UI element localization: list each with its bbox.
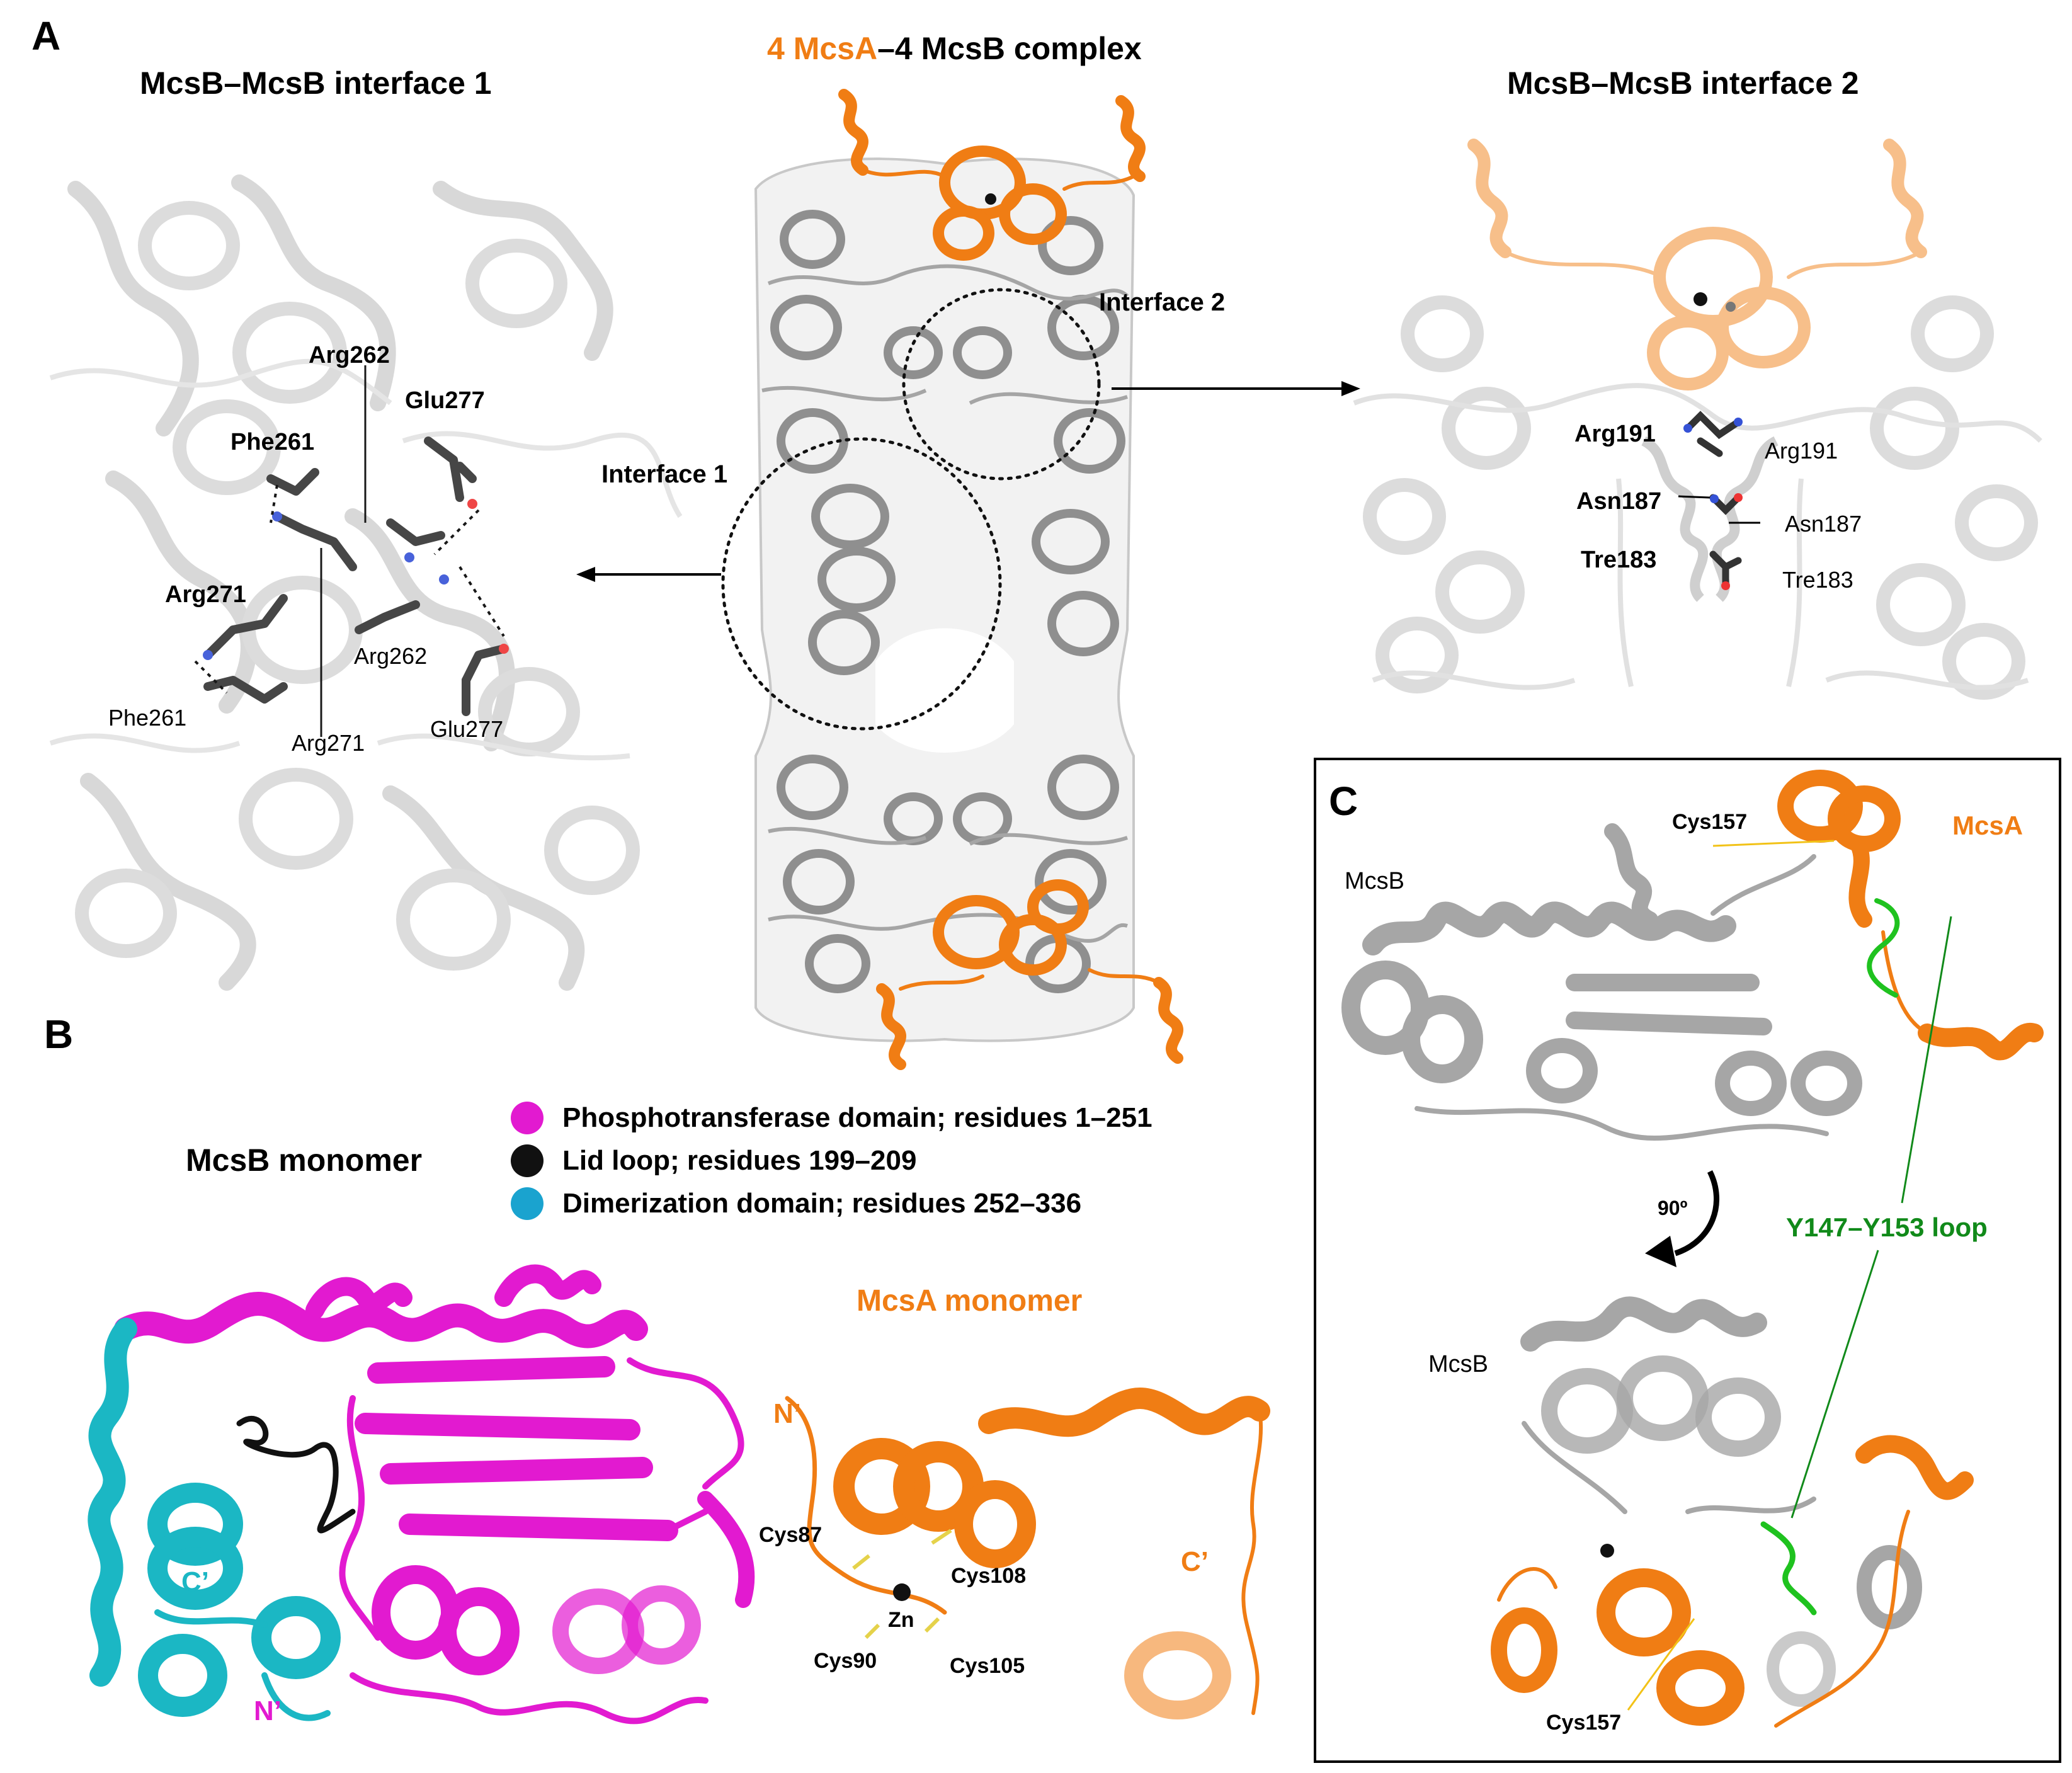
interface1-title: McsB–McsB interface 1 (140, 66, 492, 101)
residue-cys108: Cys108 (951, 1564, 1027, 1588)
mcsb-label-bottom: McsB (1428, 1351, 1488, 1377)
residue-cys87: Cys87 (759, 1523, 823, 1547)
residue-glu277-bold: Glu277 (405, 387, 485, 414)
residue-tre183: Tre183 (1782, 567, 1853, 593)
residue-arg262-bold: Arg262 (309, 342, 390, 368)
residue-asn187-bold: Asn187 (1576, 488, 1662, 515)
interface2-label: Interface 2 (1099, 288, 1226, 316)
residue-phe261: Phe261 (108, 705, 187, 731)
legend-phosphotransferase: Phosphotransferase domain; residues 1–25… (562, 1102, 1153, 1133)
residue-arg271-bold: Arg271 (165, 581, 246, 608)
zinc-ion-label: Zn (888, 1608, 914, 1632)
residue-arg191: Arg191 (1765, 438, 1838, 464)
residue-arg191-bold: Arg191 (1574, 421, 1656, 447)
residue-tre183-bold: Tre183 (1581, 547, 1657, 573)
mcsa-c-terminus: C’ (1181, 1546, 1209, 1577)
legend-markers (511, 1102, 544, 1220)
mcsb-n-terminus: N’ (254, 1696, 282, 1726)
residue-arg262: Arg262 (354, 643, 428, 669)
residue-cys105: Cys105 (950, 1654, 1025, 1678)
legend-dimerization: Dimerization domain; residues 252–336 (562, 1188, 1082, 1219)
mcsa-monomer-structure (785, 1388, 1270, 1719)
mcsb-c-terminus: C’ (181, 1566, 209, 1597)
rotation-label: 90º (1658, 1197, 1688, 1219)
residue-arg271: Arg271 (292, 730, 365, 756)
mcsb-monomer-title: McsB monomer (186, 1143, 423, 1178)
arrow-to-interface1 (576, 567, 721, 582)
mcsb-label-top: McsB (1345, 868, 1404, 894)
panel-label-c: C (1329, 778, 1358, 824)
panel-label-b: B (44, 1012, 74, 1057)
complex-title: 4 McsA–4 McsB complex (767, 33, 1142, 64)
interface2-structure (1353, 139, 2042, 700)
mcsa-monomer-title: McsA monomer (857, 1284, 1083, 1318)
residue-cys157-bottom: Cys157 (1546, 1711, 1622, 1735)
panel-label-a: A (31, 13, 61, 59)
interface1-structure (38, 164, 693, 995)
residue-cys90: Cys90 (814, 1649, 877, 1673)
residue-glu277: Glu277 (430, 716, 504, 742)
mcsb-monomer-structure (88, 1264, 755, 1725)
panel-c-frame (1314, 758, 2061, 1763)
complex-title-rest: –4 McsB complex (877, 31, 1142, 66)
legend-lid-loop: Lid loop; residues 199–209 (562, 1145, 917, 1176)
arrow-to-interface2 (1112, 381, 1360, 396)
complex-structure (721, 89, 1183, 1070)
residue-cys157-top: Cys157 (1672, 810, 1748, 834)
residue-asn187: Asn187 (1785, 511, 1862, 537)
panel-c-structures (1341, 770, 2044, 1728)
mcsa-label: McsA (1952, 811, 2024, 840)
complex-title-mcsa: 4 McsA (767, 31, 878, 66)
loop-label: Y147–Y153 loop (1786, 1212, 1988, 1242)
interface2-title: McsB–McsB interface 2 (1507, 66, 1859, 101)
residue-phe261-bold: Phe261 (231, 429, 315, 455)
mcsa-n-terminus: N’ (773, 1398, 801, 1429)
interface1-label: Interface 1 (601, 460, 728, 488)
